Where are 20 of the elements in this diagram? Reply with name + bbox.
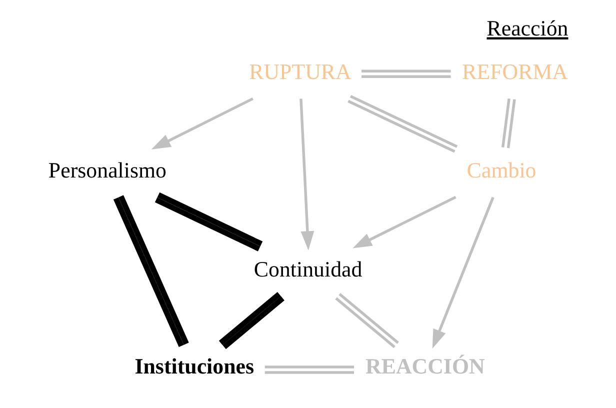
connector [335, 293, 399, 348]
node-text: Cambio [466, 158, 536, 183]
arrow [151, 97, 254, 150]
arrow [300, 98, 314, 250]
node-text: REACCIÓN [366, 354, 485, 379]
arrow [352, 196, 456, 248]
node-text: Continuidad [254, 256, 362, 282]
connector [264, 366, 354, 374]
diagram-title: Reacción [486, 15, 568, 40]
connector [218, 292, 284, 350]
arrow [432, 196, 494, 349]
connector [113, 195, 189, 348]
connector [348, 95, 458, 153]
connector [154, 192, 263, 252]
node-text: RUPTURA [249, 59, 352, 84]
connector [501, 98, 516, 148]
node-text: Personalismo [48, 158, 166, 183]
node-text: Instituciones [134, 354, 254, 379]
node-text: REFORMA [462, 59, 568, 84]
connector [362, 70, 451, 78]
